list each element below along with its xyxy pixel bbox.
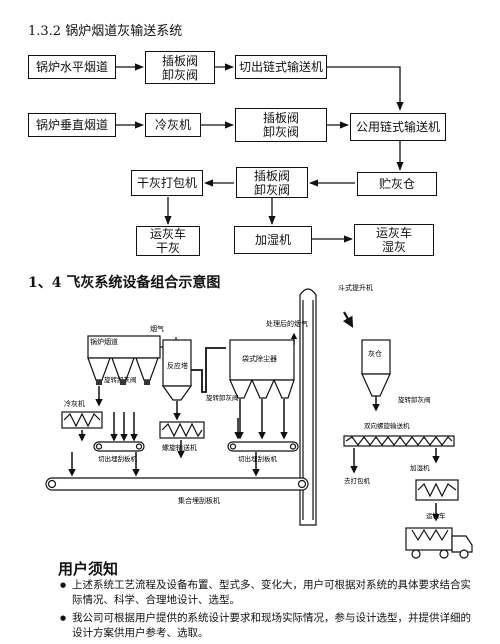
cooler-unit xyxy=(61,411,103,429)
ash-bin-box: 贮灰仓 xyxy=(357,172,437,196)
truck-label: 运输车 xyxy=(426,511,446,520)
twin-screw-conveyor xyxy=(343,435,455,447)
reactor xyxy=(161,339,193,401)
horizontal-flue-box: 锅炉水平烟道 xyxy=(28,55,116,79)
arrow xyxy=(342,311,354,328)
dry-truck-box: 运灰车 干灰 xyxy=(136,226,200,256)
scraper-1-label: 切出埋刮板机 xyxy=(98,454,138,463)
scraper-1 xyxy=(93,441,145,452)
screw-conveyor xyxy=(159,421,205,439)
to-packer-label: 去打包机 xyxy=(344,476,371,485)
twin-screw-label: 双向螺旋输送机 xyxy=(364,421,410,430)
common-conveyor-box: 公用链式输送机 xyxy=(350,113,446,141)
rotary-valve-3-label: 旋转卸灰阀 xyxy=(398,395,431,404)
rotary-valve-1-label: 旋转卸灰阀 xyxy=(104,375,137,384)
wet-truck-box: 运灰车 湿灰 xyxy=(354,224,434,256)
combined-scraper-label: 集合埋刮板机 xyxy=(178,496,220,505)
outlet-conveyor-box: 切出链式输送机 xyxy=(235,55,327,79)
scraper-2-label: 切出埋刮板机 xyxy=(238,454,278,463)
bag-filter xyxy=(229,339,295,399)
boiler-flue xyxy=(87,335,177,381)
treated-flue-gas-label: 处理后的烟气 xyxy=(266,319,308,328)
valve-mid-box: 插板阀 卸灰阀 xyxy=(235,108,327,142)
ash-silo xyxy=(361,339,391,397)
flue-gas-link xyxy=(191,347,226,393)
dry-packer-box: 干灰打包机 xyxy=(131,170,203,196)
vertical-flue-box: 锅炉垂直烟道 xyxy=(28,113,116,137)
ash-silo-label: 灰仓 xyxy=(368,349,382,358)
cooler-box: 冷灰机 xyxy=(145,113,201,137)
humidifier-unit xyxy=(415,479,459,501)
humidifier-box: 加湿机 xyxy=(234,226,312,254)
note-item: 上述系统工艺流程及设备布置、型式多、变化大，用户可根据对系统的具体要求结合实际情… xyxy=(60,578,480,608)
cooler-label: 冷灰机 xyxy=(64,399,85,408)
humidifier-label: 加湿机 xyxy=(410,463,430,472)
valve-top-box: 插板阀 卸灰阀 xyxy=(145,51,215,84)
notes-heading: 用户须知 xyxy=(58,560,119,578)
screw-conveyor-label: 螺旋输送机 xyxy=(162,443,197,452)
boiler-flue-label: 锅炉烟道 xyxy=(90,337,118,346)
diagram-heading: 1、4 飞灰系统设备组合示意图 xyxy=(28,275,221,291)
bag-filter-label: 袋式除尘器 xyxy=(242,354,277,363)
valve-low-box: 插板阀 卸灰阀 xyxy=(236,167,308,198)
bucket-elevator-label: 斗式提升机 xyxy=(338,283,373,292)
drop-arrows xyxy=(68,386,288,477)
rotary-valve-2-label: 旋转卸灰阀 xyxy=(206,393,239,402)
reactor-label: 反应塔 xyxy=(167,361,188,370)
bucket-elevator xyxy=(299,288,317,526)
scraper-2 xyxy=(227,441,299,452)
flue-gas-label: 烟气 xyxy=(150,324,164,333)
note-item: 我公司可根据用户提供的系统设计要求和现场实际情况，参与设计选型，并提供详细的设计… xyxy=(60,611,480,641)
truck xyxy=(405,527,473,559)
rotary-valves-1 xyxy=(96,380,150,385)
flowchart-heading: 1.3.2 锅炉烟道灰输送系统 xyxy=(28,24,183,39)
arrow xyxy=(327,66,404,111)
notes-list: 上述系统工艺流程及设备布置、型式多、变化大，用户可根据对系统的具体要求结合实际情… xyxy=(60,578,480,644)
combined-scraper xyxy=(45,477,309,491)
